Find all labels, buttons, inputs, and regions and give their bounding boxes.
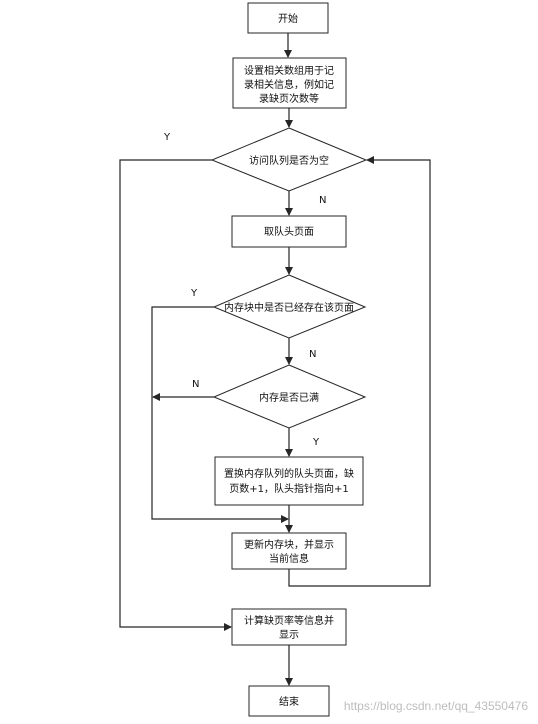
init-label-line-2: 录相关信息，例如记 (244, 78, 334, 91)
block-exists-no-label: N (309, 349, 316, 360)
compute-label-line-2: 显示 (279, 629, 299, 641)
edge-update-loop-back (288, 156, 431, 587)
memory-full-label: 内存是否已满 (259, 391, 319, 404)
edge-block-exists-yes (151, 306, 289, 523)
memory-full-no-label: N (192, 379, 199, 390)
memory-full-decision: 内存是否已满 (212, 364, 367, 429)
start-node: 开始 (247, 2, 329, 34)
update-node: 更新内存块，并显示 当前信息 (231, 532, 347, 570)
init-node: 设置相关数组用于记 录相关信息，例如记 录缺页次数等 (232, 57, 347, 109)
queue-empty-yes-label: Y (163, 132, 171, 143)
end-label: 结束 (279, 695, 299, 708)
edge-queue-empty-yes (119, 159, 232, 631)
end-node: 结束 (248, 685, 330, 717)
compute-node: 计算缺页率等信息并 显示 (231, 608, 347, 646)
init-label-line-3: 录缺页次数等 (259, 92, 319, 105)
queue-empty-no-label: N (319, 195, 326, 206)
block-exists-decision: 内存块中是否已经存在该页面 (212, 274, 367, 339)
update-label-line-2: 当前信息 (269, 552, 309, 565)
replace-label-line-2: 页数+1，队头指针指向+1 (229, 482, 348, 495)
init-label-line-1: 设置相关数组用于记 (244, 64, 334, 77)
take-head-label: 取队头页面 (264, 225, 314, 238)
block-exists-label: 内存块中是否已经存在该页面 (224, 301, 354, 314)
block-exists-yes-label: Y (190, 288, 198, 299)
memory-full-yes-label: Y (312, 437, 320, 448)
replace-label-line-1: 置换内存队列的队头页面，缺 (224, 467, 354, 480)
start-label: 开始 (278, 12, 298, 25)
queue-empty-label: 访问队列是否为空 (249, 154, 329, 167)
update-label-line-1: 更新内存块，并显示 (244, 538, 334, 551)
take-head-node: 取队头页面 (231, 215, 347, 248)
queue-empty-decision: 访问队列是否为空 (210, 127, 368, 192)
watermark: https://blog.csdn.net/qq_43550476 (344, 699, 528, 713)
compute-label-line-1: 计算缺页率等信息并 (244, 614, 334, 627)
replace-node: 置换内存队列的队头页面，缺 页数+1，队头指针指向+1 (214, 456, 364, 506)
